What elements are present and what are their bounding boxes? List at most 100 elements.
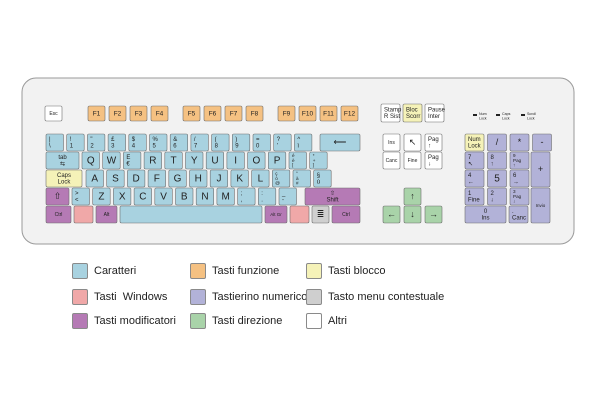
key-ugrave[interactable]: §ù [313,169,332,188]
key-2[interactable]: "2 [87,133,106,152]
key-num-enter[interactable]: Invio [530,187,551,224]
key-o[interactable]: O [247,151,266,170]
key-ograve[interactable]: çò@ [271,169,291,188]
key-win-left[interactable] [73,205,94,224]
key-f8[interactable]: F8 [245,105,264,122]
key-s[interactable]: S [106,169,125,188]
key-page-down[interactable]: Pag↓ [424,151,443,170]
key-w[interactable]: W [102,151,121,170]
key-num-5[interactable]: 5 [487,169,507,188]
key-f7[interactable]: F7 [224,105,243,122]
key-t[interactable]: T [164,151,183,170]
key-home[interactable]: ↖ [403,133,422,152]
key-3[interactable]: £3 [107,133,126,152]
key-f9[interactable]: F9 [277,105,296,122]
key-num-6[interactable]: 6→ [509,169,530,188]
key-num-4[interactable]: 4← [464,169,485,188]
key-esc[interactable]: Esc [44,105,63,122]
key-plus[interactable]: *+] [309,151,328,170]
key-win-right[interactable] [289,205,310,224]
key-page-up[interactable]: Pag↑ [424,133,443,152]
key-apostrophe[interactable]: ?' [273,133,292,152]
key-7[interactable]: /7 [190,133,209,152]
key-5[interactable]: %5 [149,133,168,152]
key-v[interactable]: V [154,187,173,206]
key-context-menu[interactable]: ≣ [311,205,330,224]
key-ctrl-right[interactable]: Ctrl [331,205,361,224]
key-z[interactable]: Z [92,187,111,206]
key-egrave[interactable]: éè[ [288,151,307,170]
key-agrave[interactable]: °à# [292,169,311,188]
key-j[interactable]: J [209,169,228,188]
key-9[interactable]: )9 [232,133,251,152]
key-p[interactable]: P [267,151,287,170]
key-f2[interactable]: F2 [108,105,127,122]
key-r[interactable]: R [143,151,162,170]
key-space[interactable] [119,205,263,224]
key-a[interactable]: A [85,169,104,188]
key-6[interactable]: &6 [169,133,188,152]
key-num-2[interactable]: 2↓ [487,187,507,206]
key-e[interactable]: E€ [123,151,142,170]
key-num-7[interactable]: 7↖ [464,151,485,170]
key-b[interactable]: B [175,187,194,206]
key-alt[interactable]: Alt [95,205,118,224]
key-y[interactable]: Y [185,151,204,170]
key-tab[interactable]: tab⇆ [45,151,80,170]
key-c[interactable]: C [133,187,152,206]
key-canc[interactable]: Canc [382,151,401,170]
key-minus[interactable]: _- [278,187,297,206]
key-num-minus[interactable]: - [532,133,552,152]
key-f5[interactable]: F5 [182,105,201,122]
key-0[interactable]: =0 [252,133,271,152]
key-f3[interactable]: F3 [129,105,148,122]
key-igrave[interactable]: ^ì [294,133,313,152]
key-num-multiply[interactable]: * [509,133,530,152]
key-f1[interactable]: F1 [87,105,106,122]
key-arrow-up[interactable]: ↑ [403,187,422,206]
key-4[interactable]: $4 [128,133,147,152]
key-arrow-down[interactable]: ↓ [403,205,422,224]
key-num-decimal[interactable]: .Canc [508,205,529,224]
key-alt-gr[interactable]: Alt Gr [264,205,288,224]
key-backslash[interactable]: |\ [45,133,64,152]
key-arrow-right[interactable]: → [424,205,443,224]
key-1[interactable]: !1 [66,133,85,152]
key-m[interactable]: M [216,187,235,206]
key-f11[interactable]: F11 [319,105,338,122]
key-f[interactable]: F [147,169,166,188]
key-i[interactable]: I [226,151,245,170]
key-q[interactable]: Q [81,151,100,170]
key-f10[interactable]: F10 [298,105,317,122]
key-d[interactable]: D [127,169,146,188]
key-comma[interactable]: ;, [237,187,256,206]
key-x[interactable]: X [113,187,132,206]
key-end[interactable]: Fine [403,151,422,170]
key-u[interactable]: U [205,151,224,170]
key-backspace[interactable]: ⟵ [319,133,361,152]
key-f12[interactable]: F12 [340,105,359,122]
key-arrow-left[interactable]: ← [382,205,401,224]
key-shift-left[interactable]: ⇧ [45,187,70,206]
key-k[interactable]: K [230,169,249,188]
key-f6[interactable]: F6 [203,105,222,122]
key-ins[interactable]: Ins [382,133,401,152]
key-num-plus[interactable]: + [530,151,551,188]
key-num-8[interactable]: 8↑ [487,151,507,170]
key-g[interactable]: G [168,169,187,188]
key-less-than[interactable]: >< [71,187,90,206]
key-8[interactable]: (8 [211,133,230,152]
key-n[interactable]: N [195,187,214,206]
key-period[interactable]: :. [257,187,277,206]
key-h[interactable]: H [189,169,208,188]
key-ctrl-left[interactable]: Ctrl [45,205,72,224]
key-shift-right[interactable]: ⇧Shift [304,187,361,206]
